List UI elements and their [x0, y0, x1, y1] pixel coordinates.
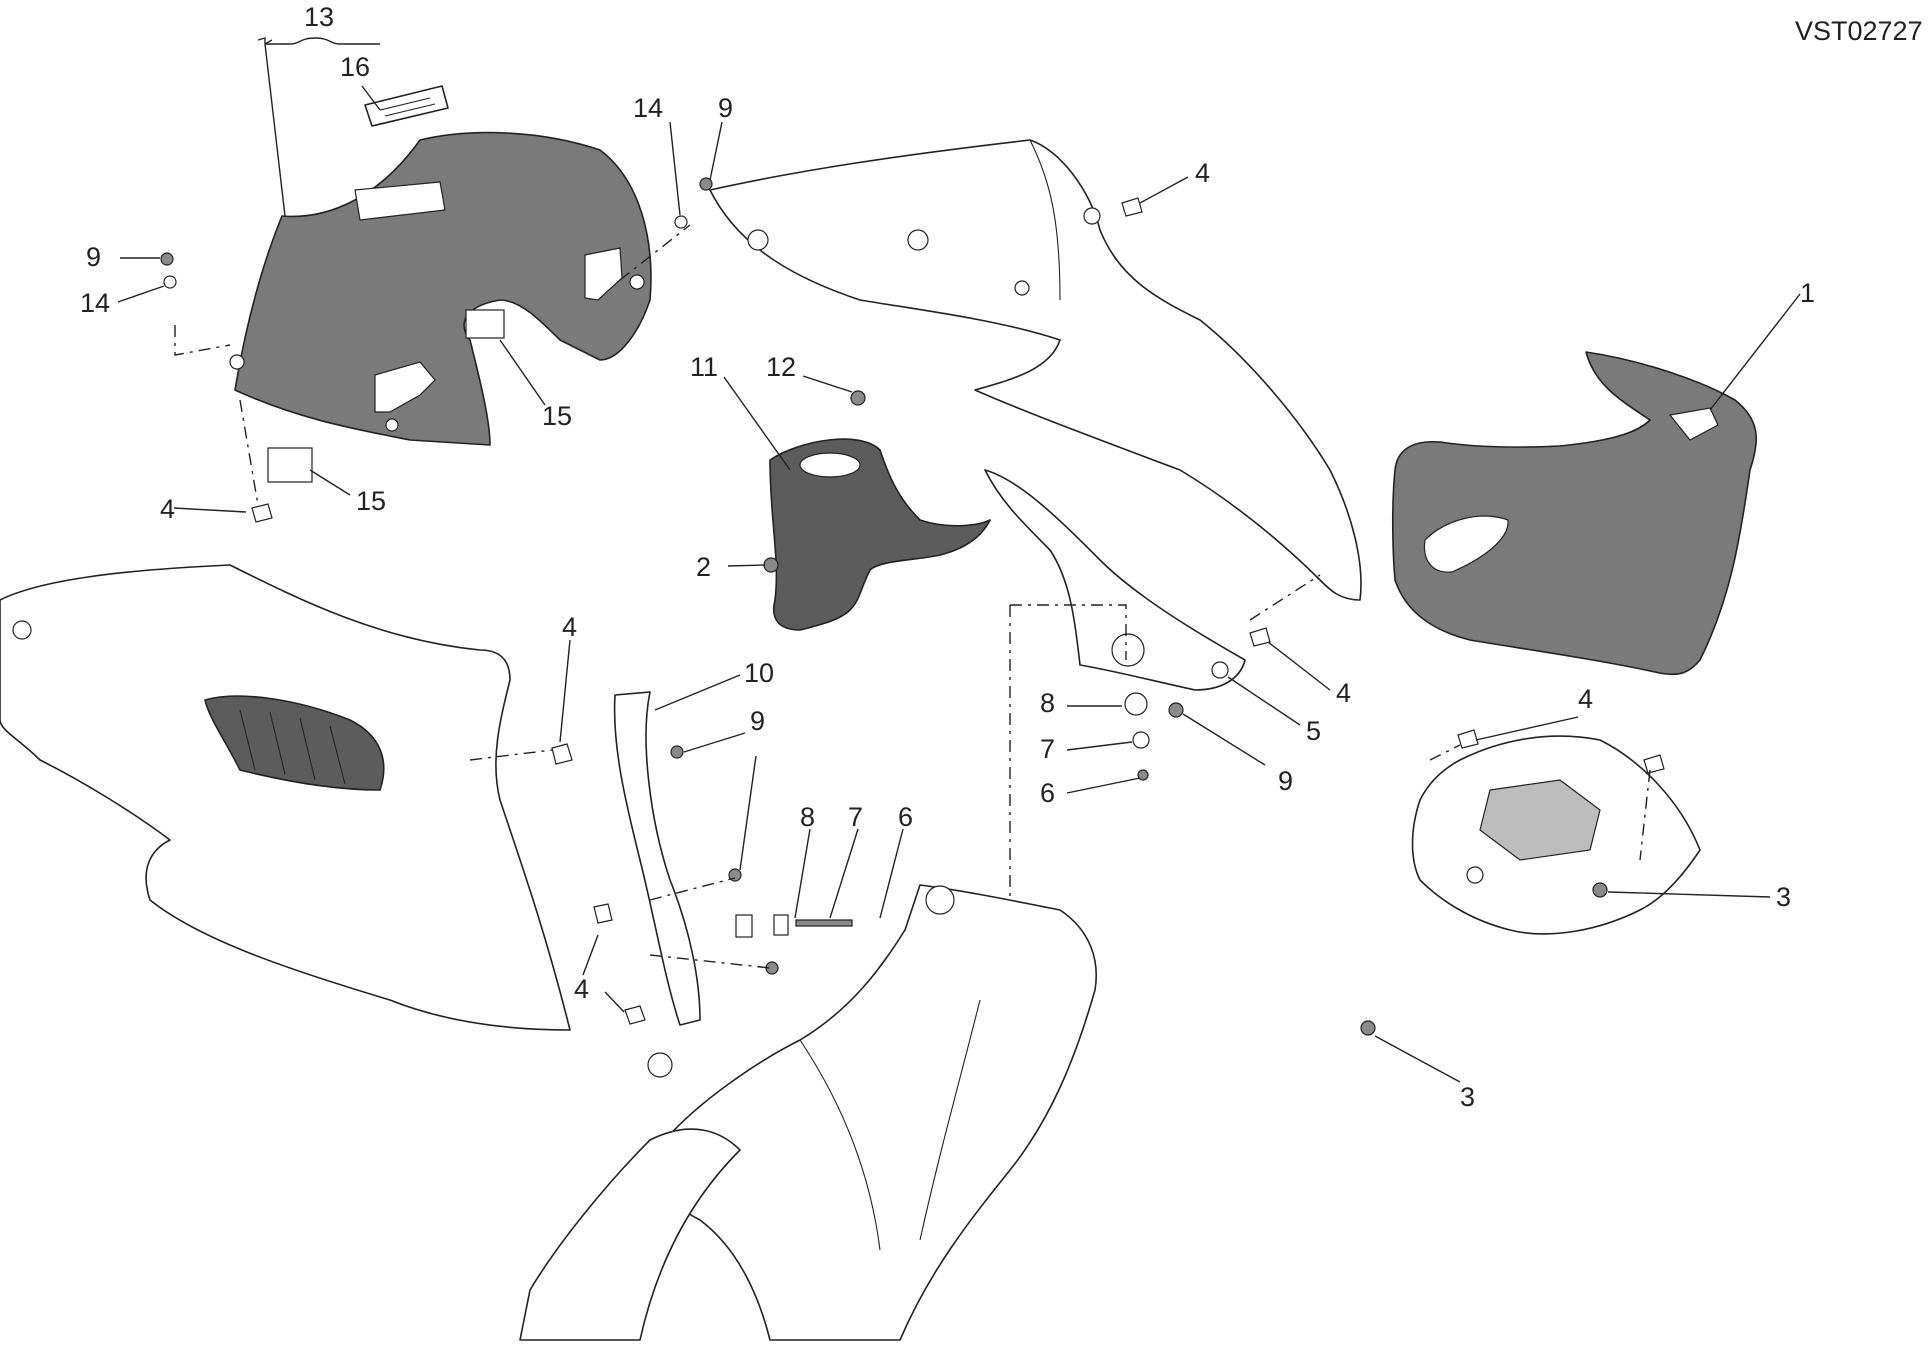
callout-6: 6 [898, 802, 913, 832]
drawing-code: VST02727 [1795, 16, 1923, 46]
callout-4: 4 [574, 974, 589, 1004]
callout-4: 4 [160, 494, 175, 524]
callout-9: 9 [1278, 766, 1293, 796]
inner-panel-part [984, 469, 1246, 691]
decal-label-part [364, 85, 449, 127]
callout-4: 4 [562, 612, 577, 642]
callout-11: 11 [690, 352, 718, 382]
callout-6: 6 [1040, 778, 1055, 808]
front-fairing-part [1391, 351, 1758, 676]
headlight-bracket-part [1411, 735, 1701, 935]
callout-7: 7 [848, 802, 863, 832]
callout-2: 2 [696, 552, 711, 582]
left-side-fairing-part [0, 564, 571, 1031]
callout-10: 10 [744, 658, 774, 688]
callout-4: 4 [1578, 684, 1593, 714]
callout-8: 8 [800, 802, 815, 832]
assembly-lines [174, 224, 1651, 969]
callout-5: 5 [1306, 716, 1321, 746]
callout-9: 9 [718, 93, 733, 123]
instrument-surround-part [769, 438, 991, 631]
callout-4: 4 [1336, 678, 1351, 708]
callout-15: 15 [542, 401, 572, 431]
callout-labels: 13 16 9 14 15 15 4 14 9 4 1 11 12 2 10 9… [80, 2, 1815, 1112]
frame-subframe-part [519, 884, 1097, 1341]
callout-16: 16 [340, 52, 370, 82]
callout-14: 14 [633, 93, 663, 123]
callout-3: 3 [1460, 1082, 1475, 1112]
callout-3: 3 [1776, 882, 1791, 912]
callout-13: 13 [304, 2, 334, 32]
fastener-hardware [160, 177, 1665, 1036]
callout-14: 14 [80, 288, 110, 318]
callout-15: 15 [356, 486, 386, 516]
callout-1: 1 [1800, 278, 1815, 308]
mounting-bracket-part [613, 691, 701, 1026]
callout-7: 7 [1040, 734, 1055, 764]
adhesive-pad-part [267, 447, 313, 483]
callout-8: 8 [1040, 688, 1055, 718]
windscreen-part [229, 131, 652, 446]
callout-4: 4 [1195, 158, 1210, 188]
right-side-fairing-part [709, 139, 1362, 601]
callout-9: 9 [750, 706, 765, 736]
callout-9: 9 [86, 242, 101, 272]
adhesive-pad-part [465, 309, 505, 339]
callout-12: 12 [766, 352, 796, 382]
leader-lines [117, 37, 1801, 1083]
